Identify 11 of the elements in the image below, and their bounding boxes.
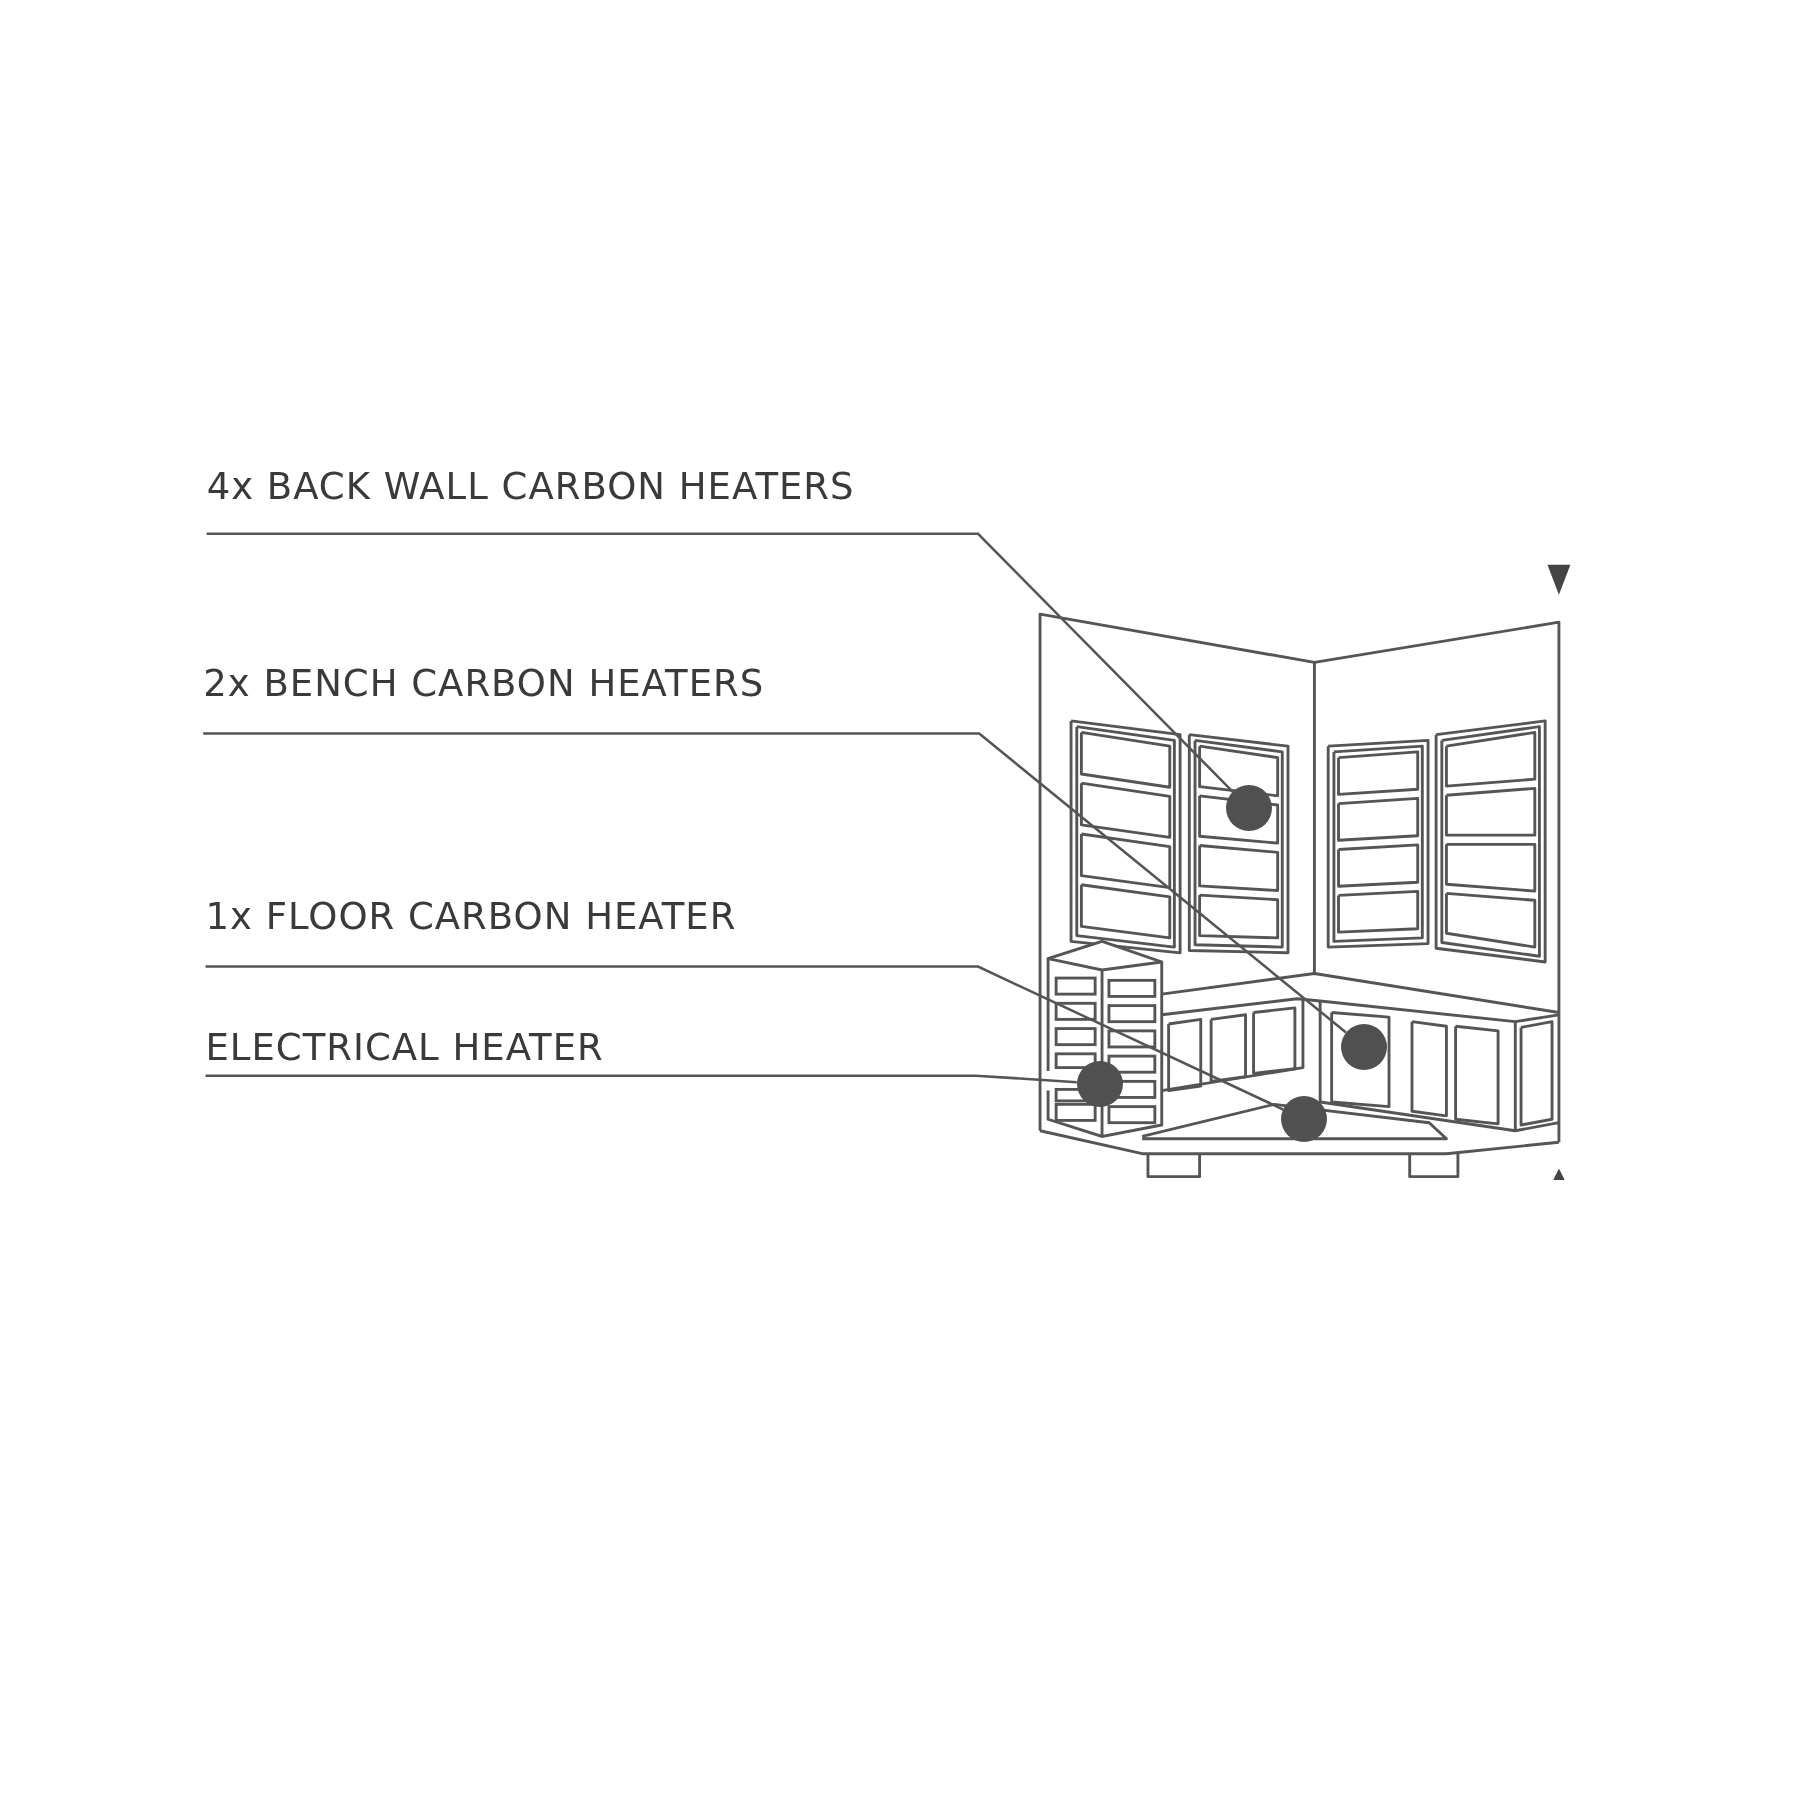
callout-label: ELECTRICAL HEATER <box>205 1026 604 1076</box>
callout-label: 1x FLOOR CARBON HEATER <box>205 895 737 967</box>
leader-line <box>206 532 1234 793</box>
leader-line <box>205 1074 1077 1084</box>
leader-line <box>205 965 1284 1111</box>
heater-location-dot <box>1226 785 1272 832</box>
leader-line <box>203 732 1347 1034</box>
callout-label: 4x BACK WALL CARBON HEATERS <box>206 464 855 534</box>
callout-label: 2x BENCH CARBON HEATERS <box>203 662 765 734</box>
heater-location-dot <box>1340 1023 1387 1070</box>
heater-location-dot <box>1281 1096 1327 1143</box>
